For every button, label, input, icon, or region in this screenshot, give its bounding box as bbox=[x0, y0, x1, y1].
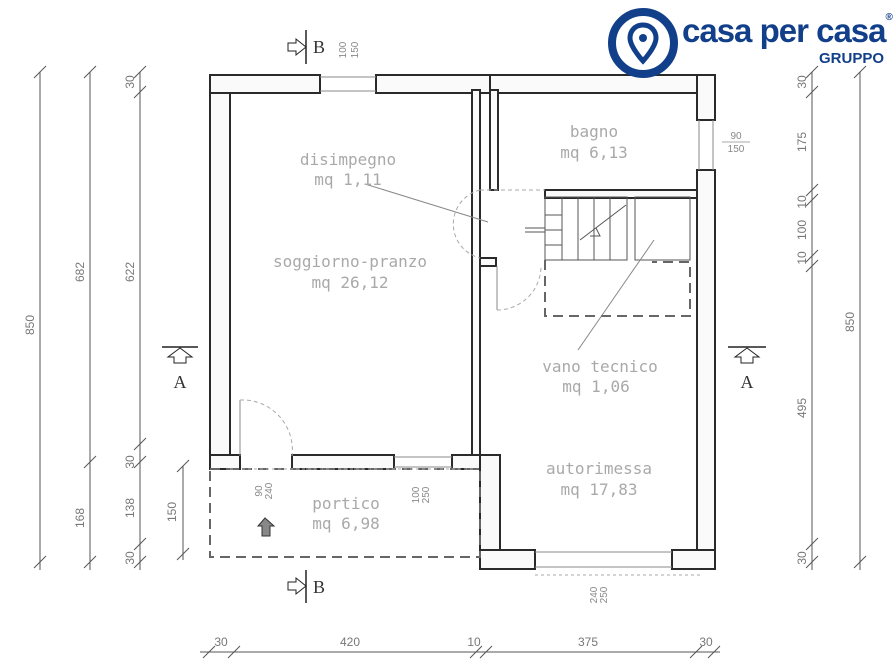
portico-left-width: 90 bbox=[254, 485, 265, 497]
wall-left bbox=[209, 74, 231, 470]
room-autorimessa-name: autorimessa bbox=[546, 459, 652, 478]
top-window-height: 150 bbox=[350, 41, 361, 58]
wall-partition-stub bbox=[479, 257, 497, 267]
portico-left-height: 240 bbox=[264, 482, 275, 499]
section-marker-b-bottom: B bbox=[287, 570, 325, 603]
section-marker-b-top: B bbox=[287, 30, 325, 64]
wall-garage-bottom-right bbox=[671, 549, 716, 570]
dim-right-30a: 30 bbox=[795, 75, 809, 89]
stairs bbox=[525, 196, 691, 261]
dim-left-outer: 850 bbox=[23, 315, 37, 335]
brand-registered-mark: ® bbox=[885, 12, 893, 23]
wall-bottom-left bbox=[209, 454, 241, 470]
dim-right-10b: 10 bbox=[795, 251, 809, 265]
garage-door-width: 240 bbox=[589, 586, 600, 603]
doors bbox=[239, 189, 545, 457]
bagno-window-width: 90 bbox=[730, 131, 742, 142]
bagno-window-height: 150 bbox=[728, 144, 745, 155]
room-bagno-area: mq 6,13 bbox=[560, 143, 627, 162]
dim-right-175: 175 bbox=[795, 132, 809, 152]
brand-subtitle: GRUPPO bbox=[818, 50, 884, 67]
wall-right-top bbox=[696, 74, 716, 121]
dim-right-495: 495 bbox=[795, 398, 809, 418]
wall-bottom-middle bbox=[291, 454, 395, 470]
dim-left-30b: 30 bbox=[123, 455, 137, 469]
room-bagno-name: bagno bbox=[570, 122, 618, 141]
entrance-arrow-icon bbox=[256, 517, 276, 537]
left-dimension-lines bbox=[33, 65, 190, 570]
dim-left-682: 682 bbox=[73, 262, 87, 282]
dim-left-150: 150 bbox=[165, 502, 179, 522]
location-pin-icon bbox=[608, 8, 678, 78]
room-portico-area: mq 6,98 bbox=[312, 514, 379, 533]
section-marker-a-left: A bbox=[162, 346, 198, 392]
right-dimension-lines bbox=[805, 65, 867, 570]
wall-top-left bbox=[209, 74, 321, 94]
dim-left-622: 622 bbox=[123, 262, 137, 282]
room-vano-tecnico-area: mq 1,06 bbox=[562, 377, 629, 396]
leader-lines bbox=[364, 183, 655, 351]
wall-bagno-bottom bbox=[544, 189, 698, 199]
dim-bottom-375: 375 bbox=[578, 635, 598, 649]
wall-partition bbox=[471, 89, 481, 457]
garage-door-height: 250 bbox=[599, 586, 610, 603]
section-b-top-label: B bbox=[313, 37, 325, 57]
portico-outline bbox=[209, 468, 481, 558]
brand-logo: casa per casa® GRUPPO bbox=[606, 6, 893, 80]
dim-left-138: 138 bbox=[123, 498, 137, 518]
wall-right bbox=[696, 169, 716, 570]
wall-bagno-left bbox=[489, 89, 499, 191]
dim-bottom-10: 10 bbox=[467, 635, 481, 649]
dim-right-100: 100 bbox=[795, 220, 809, 240]
dim-left-30c: 30 bbox=[123, 551, 137, 565]
brand-name: casa per casa® bbox=[682, 12, 893, 50]
upper-outline bbox=[544, 260, 691, 317]
section-marker-a-right: A bbox=[728, 346, 766, 392]
wall-garage-bottom-left bbox=[479, 549, 536, 570]
dim-bottom-30b: 30 bbox=[699, 635, 713, 649]
bottom-dimension-line bbox=[200, 645, 721, 659]
section-b-bottom-label: B bbox=[313, 577, 325, 597]
dim-bottom-30a: 30 bbox=[214, 635, 228, 649]
portico-right-height: 250 bbox=[421, 486, 432, 503]
brand-name-text: casa per casa bbox=[682, 12, 887, 49]
walls bbox=[209, 74, 716, 570]
section-a-left-label: A bbox=[174, 372, 187, 392]
section-a-right-label: A bbox=[741, 372, 754, 392]
room-soggiorno-area: mq 26,12 bbox=[311, 273, 388, 292]
room-disimpegno-area: mq 1,11 bbox=[314, 170, 381, 189]
dim-right-outer: 850 bbox=[843, 312, 857, 332]
portico-right-width: 100 bbox=[411, 486, 422, 503]
top-window-width: 100 bbox=[338, 41, 349, 58]
room-soggiorno-name: soggiorno-pranzo bbox=[273, 252, 427, 271]
dim-left-168: 168 bbox=[73, 508, 87, 528]
dim-right-10a: 10 bbox=[795, 195, 809, 209]
dim-left-30a: 30 bbox=[123, 75, 137, 89]
dim-right-30b: 30 bbox=[795, 551, 809, 565]
room-disimpegno-name: disimpegno bbox=[300, 150, 396, 169]
window-lines bbox=[320, 76, 714, 568]
room-portico-name: portico bbox=[312, 494, 379, 513]
room-autorimessa-area: mq 17,83 bbox=[560, 480, 637, 499]
dim-bottom-420: 420 bbox=[340, 635, 360, 649]
room-vano-tecnico-name: vano tecnico bbox=[542, 357, 658, 376]
